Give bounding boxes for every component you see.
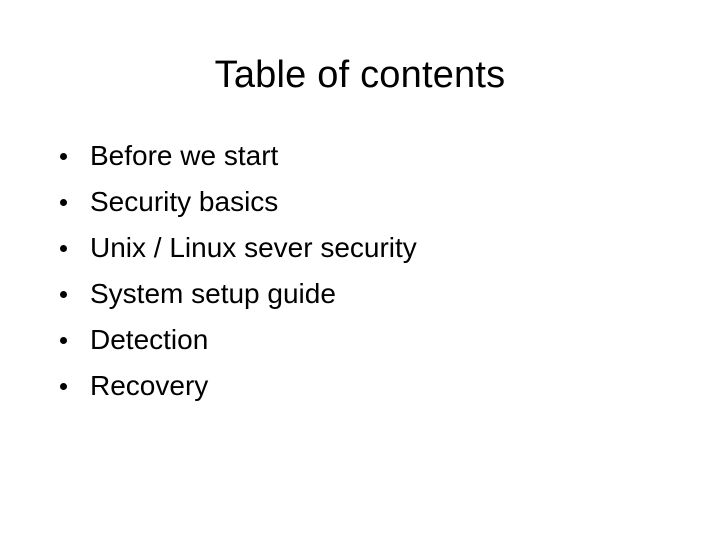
page-title: Table of contents xyxy=(214,54,506,96)
list-item[interactable]: Detection xyxy=(52,317,672,363)
list-item-label: Before we start xyxy=(90,140,279,171)
table-of-contents-list: Before we start Security basics Unix / L… xyxy=(52,133,672,409)
bullet-dot-icon xyxy=(60,245,67,252)
list-item[interactable]: System setup guide xyxy=(52,271,672,317)
bullet-dot-icon xyxy=(60,153,67,160)
list-item[interactable]: Recovery xyxy=(52,363,672,409)
list-item[interactable]: Before we start xyxy=(52,133,672,179)
bullet-dot-icon xyxy=(60,337,67,344)
list-item[interactable]: Security basics xyxy=(52,179,672,225)
list-item-label: Detection xyxy=(90,324,209,355)
bullet-dot-icon xyxy=(60,383,67,390)
list-item-label: System setup guide xyxy=(90,278,336,309)
bullet-dot-icon xyxy=(60,291,67,298)
bullet-dot-icon xyxy=(60,199,67,206)
list-item[interactable]: Unix / Linux sever security xyxy=(52,225,672,271)
list-item-label: Security basics xyxy=(90,186,279,217)
list-item-label: Unix / Linux sever security xyxy=(90,232,417,263)
list-item-label: Recovery xyxy=(90,370,209,401)
